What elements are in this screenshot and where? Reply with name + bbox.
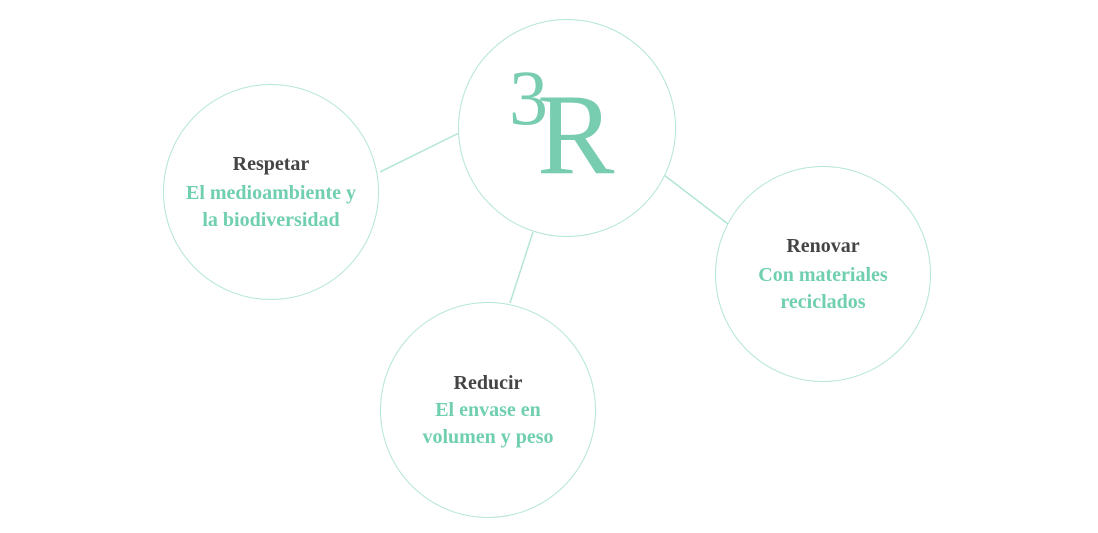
connector-renovar (663, 174, 729, 225)
node-description-line: la biodiversidad (202, 208, 340, 231)
connector-reducir (509, 231, 534, 304)
node-description-line: El envase en (435, 398, 541, 421)
node-title: Renovar (786, 234, 860, 257)
node-reducir: Reducir El envase en volumen y peso (380, 302, 596, 518)
node-description-line: reciclados (780, 290, 866, 313)
logo-digit: 3 (509, 54, 548, 141)
node-description-line: volumen y peso (422, 425, 554, 448)
node-description-line: El medioambiente y (186, 181, 356, 204)
node-renovar: Renovar Con materiales reciclados (715, 166, 931, 382)
node-title: Reducir (453, 371, 523, 394)
logo-letter: R (537, 71, 615, 199)
connector-respetar (379, 132, 460, 173)
node-title: Respetar (232, 152, 310, 175)
center-node-3r: 3 R (458, 19, 676, 237)
logo-3r: 3 R (507, 59, 627, 199)
node-description-line: Con materiales (758, 263, 888, 286)
node-respetar: Respetar El medioambiente y la biodivers… (163, 84, 379, 300)
